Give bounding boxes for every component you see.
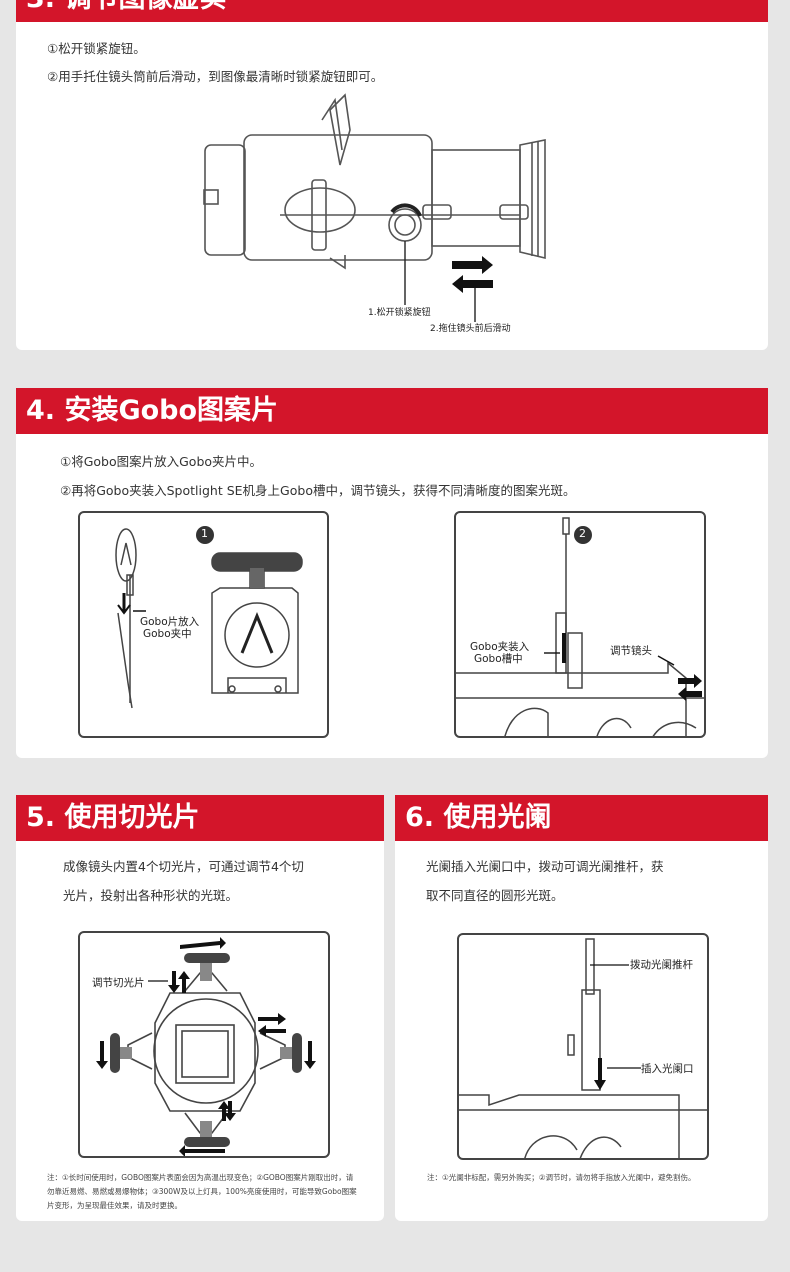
gobo-holder-illustration — [115, 526, 303, 709]
section6-note: 注：①光阑非标配，需另外购买；②调节时，请勿将手指放入光阑中，避免割伤。 — [427, 1173, 696, 1182]
gobo-slot-figure: 2 Gobo夹装入 Gobo槽中 调节镜头 — [454, 511, 706, 738]
section5-note-2: 勿靠近易燃、易燃或易爆物体；③300W及以上灯具，100%亮度使用时，可能导致G… — [47, 1187, 357, 1196]
gobo-badge-2: 2 — [579, 527, 586, 540]
section5-desc-1: 成像镜头内置4个切光片，可通过调节4个切 — [63, 859, 304, 874]
section5-note-1: 注：①长时间使用时，GOBO图案片表面会因为高温出现变色；②GOBO图案片刚取出… — [47, 1173, 354, 1182]
callout-loosen-knob: 1.松开锁紧旋钮 — [368, 308, 431, 318]
section4-step-1: ①将Gobo图案片放入Gobo夹片中。 — [60, 454, 263, 469]
gobo-label-2b: Gobo槽中 — [474, 653, 523, 665]
gobo-label-1a: Gobo片放入 — [140, 616, 200, 628]
gobo-label-2a: Gobo夹装入 — [470, 641, 530, 653]
section4-title: 4. 安装Gobo图案片 — [16, 388, 768, 434]
gobo-label-1b: Gobo夹中 — [143, 628, 192, 640]
section6-title: 6. 使用光阑 — [395, 795, 768, 841]
section3-step-1: ①松开锁紧旋钮。 — [47, 41, 146, 56]
iris-label-insert: 插入光阑口 — [641, 1063, 694, 1075]
section5-title: 5. 使用切光片 — [16, 795, 384, 841]
shutter-label: 调节切光片 — [92, 977, 145, 989]
section5-note-3: 片变形，为呈现最佳效果，请及时更换。 — [47, 1201, 182, 1210]
shutter-figure: 调节切光片 — [78, 931, 330, 1158]
section3-title: 3. 调节图像虚实 — [16, 0, 768, 22]
gobo-holder-figure: 1 Gobo片放入 Gobo夹中 — [78, 511, 329, 738]
iris-figure: 拨动光阑推杆 插入光阑口 — [457, 933, 709, 1160]
gobo-slot-illustration — [456, 517, 704, 736]
section6-desc-1: 光阑插入光阑口中，拨动可调光阑推杆，获 — [426, 859, 664, 874]
gobo-label-lens: 调节镜头 — [610, 645, 652, 657]
section6-desc-2: 取不同直径的圆形光斑。 — [426, 888, 564, 903]
section3-step-2: ②用手托住镜头筒前后滑动，到图像最清晰时锁紧旋钮即可。 — [47, 69, 384, 84]
shutter-illustration — [96, 937, 316, 1156]
iris-label-lever: 拨动光阑推杆 — [630, 959, 693, 971]
section5-desc-2: 光片，投射出各种形状的光斑。 — [63, 888, 239, 903]
iris-illustration — [459, 938, 707, 1158]
section4-step-2: ②再将Gobo夹装入Spotlight SE机身上Gobo槽中，调节镜头，获得不… — [60, 483, 576, 498]
gobo-badge-1: 1 — [201, 527, 208, 540]
callout-slide-lens: 2.拖住镜头前后滑动 — [430, 324, 511, 334]
